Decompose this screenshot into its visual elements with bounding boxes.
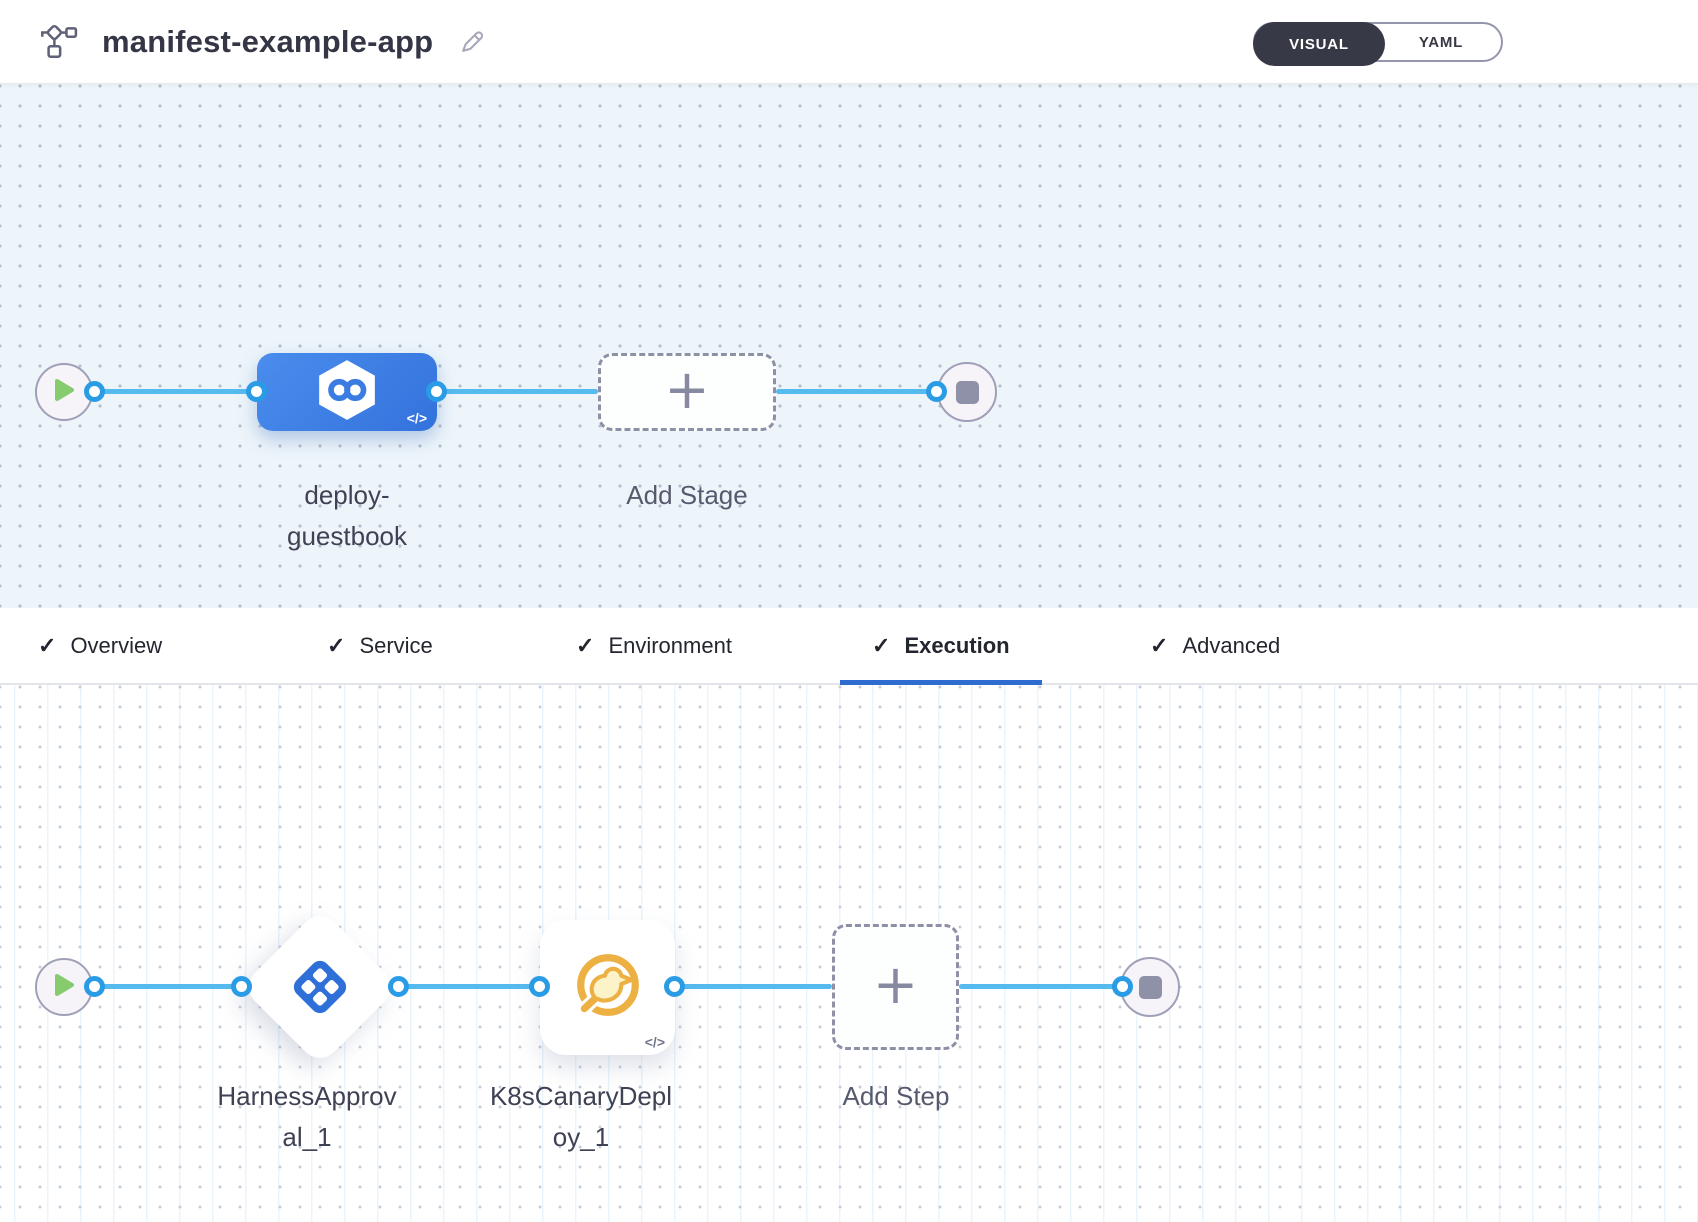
connector-line: [399, 984, 540, 989]
connector-anchor: [84, 381, 105, 402]
connector-anchor: [388, 976, 409, 997]
stage-node-deploy-guestbook[interactable]: </>: [257, 353, 437, 431]
step-node-k8s-canary[interactable]: </>: [540, 920, 675, 1055]
step-node-harness-approval[interactable]: [240, 907, 400, 1067]
stop-icon: [955, 380, 979, 404]
tab-label: Environment: [608, 632, 732, 658]
connector-anchor: [664, 976, 685, 997]
tab-label: Service: [359, 632, 433, 658]
add-step-button[interactable]: +: [832, 924, 959, 1050]
page-title: manifest-example-app: [102, 23, 434, 59]
pipeline-end-node: [937, 362, 997, 422]
tab-advanced[interactable]: ✓ Advanced: [1118, 608, 1312, 683]
check-icon: ✓: [576, 632, 595, 658]
connector-anchor: [231, 976, 252, 997]
step-name-label-approval[interactable]: HarnessApproval_1: [217, 1081, 397, 1152]
plus-icon: +: [872, 952, 919, 1016]
connector-anchor: [426, 381, 447, 402]
tab-environment[interactable]: ✓ Environment: [544, 608, 764, 683]
connector-line: [675, 984, 832, 989]
edit-pencil-icon[interactable]: [459, 28, 486, 55]
connector-line: [959, 984, 1123, 989]
cd-hexagon-icon: [314, 357, 380, 428]
stage-canvas: </> + deploy-guestbook Add Stage: [0, 84, 1698, 608]
check-icon: ✓: [327, 632, 346, 658]
connector-anchor: [926, 381, 947, 402]
tab-label: Execution: [904, 632, 1010, 658]
header: manifest-example-app VISUAL YAML: [0, 0, 1698, 84]
visual-toggle-button[interactable]: VISUAL: [1253, 22, 1385, 66]
tab-label: Advanced: [1182, 632, 1281, 658]
connector-anchor: [1112, 976, 1133, 997]
add-stage-button[interactable]: +: [598, 353, 776, 431]
connector-line: [95, 389, 257, 394]
add-stage-label: Add Stage: [626, 480, 748, 510]
add-step-label: Add Step: [842, 1081, 950, 1111]
play-icon: [52, 377, 76, 408]
tab-overview[interactable]: ✓ Overview: [6, 608, 194, 683]
tab-service[interactable]: ✓ Service: [295, 608, 465, 683]
pipeline-icon: [36, 23, 78, 61]
stage-config-tabbar: ✓ Overview ✓ Service ✓ Environment ✓ Exe…: [0, 608, 1698, 685]
step-name-label-canary[interactable]: K8sCanaryDeploy_1: [489, 1081, 673, 1152]
plus-icon: +: [664, 357, 710, 421]
connector-line: [437, 389, 598, 394]
connector-line: [776, 389, 937, 394]
connector-anchor: [84, 976, 105, 997]
tab-execution[interactable]: ✓ Execution: [840, 608, 1042, 685]
yaml-toggle-button[interactable]: YAML: [1418, 33, 1464, 51]
connector-anchor: [529, 976, 550, 997]
execution-canvas: </> + HarnessApproval_1 K8sCanaryDeploy_…: [0, 685, 1698, 1222]
connector-line: [95, 984, 242, 989]
connector-anchor: [246, 381, 267, 402]
code-view-badge: </>: [644, 1034, 665, 1050]
stage-name-label[interactable]: deploy-guestbook: [287, 480, 407, 551]
play-icon: [52, 972, 76, 1003]
canary-icon: [572, 949, 644, 1026]
stop-icon: [1138, 975, 1162, 999]
check-icon: ✓: [872, 632, 891, 658]
check-icon: ✓: [1150, 632, 1169, 658]
tab-label: Overview: [70, 632, 163, 658]
pipeline-start-node: [35, 363, 93, 421]
check-icon: ✓: [38, 632, 57, 658]
visual-yaml-toggle: VISUAL YAML: [1253, 22, 1503, 66]
code-view-badge: </>: [406, 410, 427, 426]
